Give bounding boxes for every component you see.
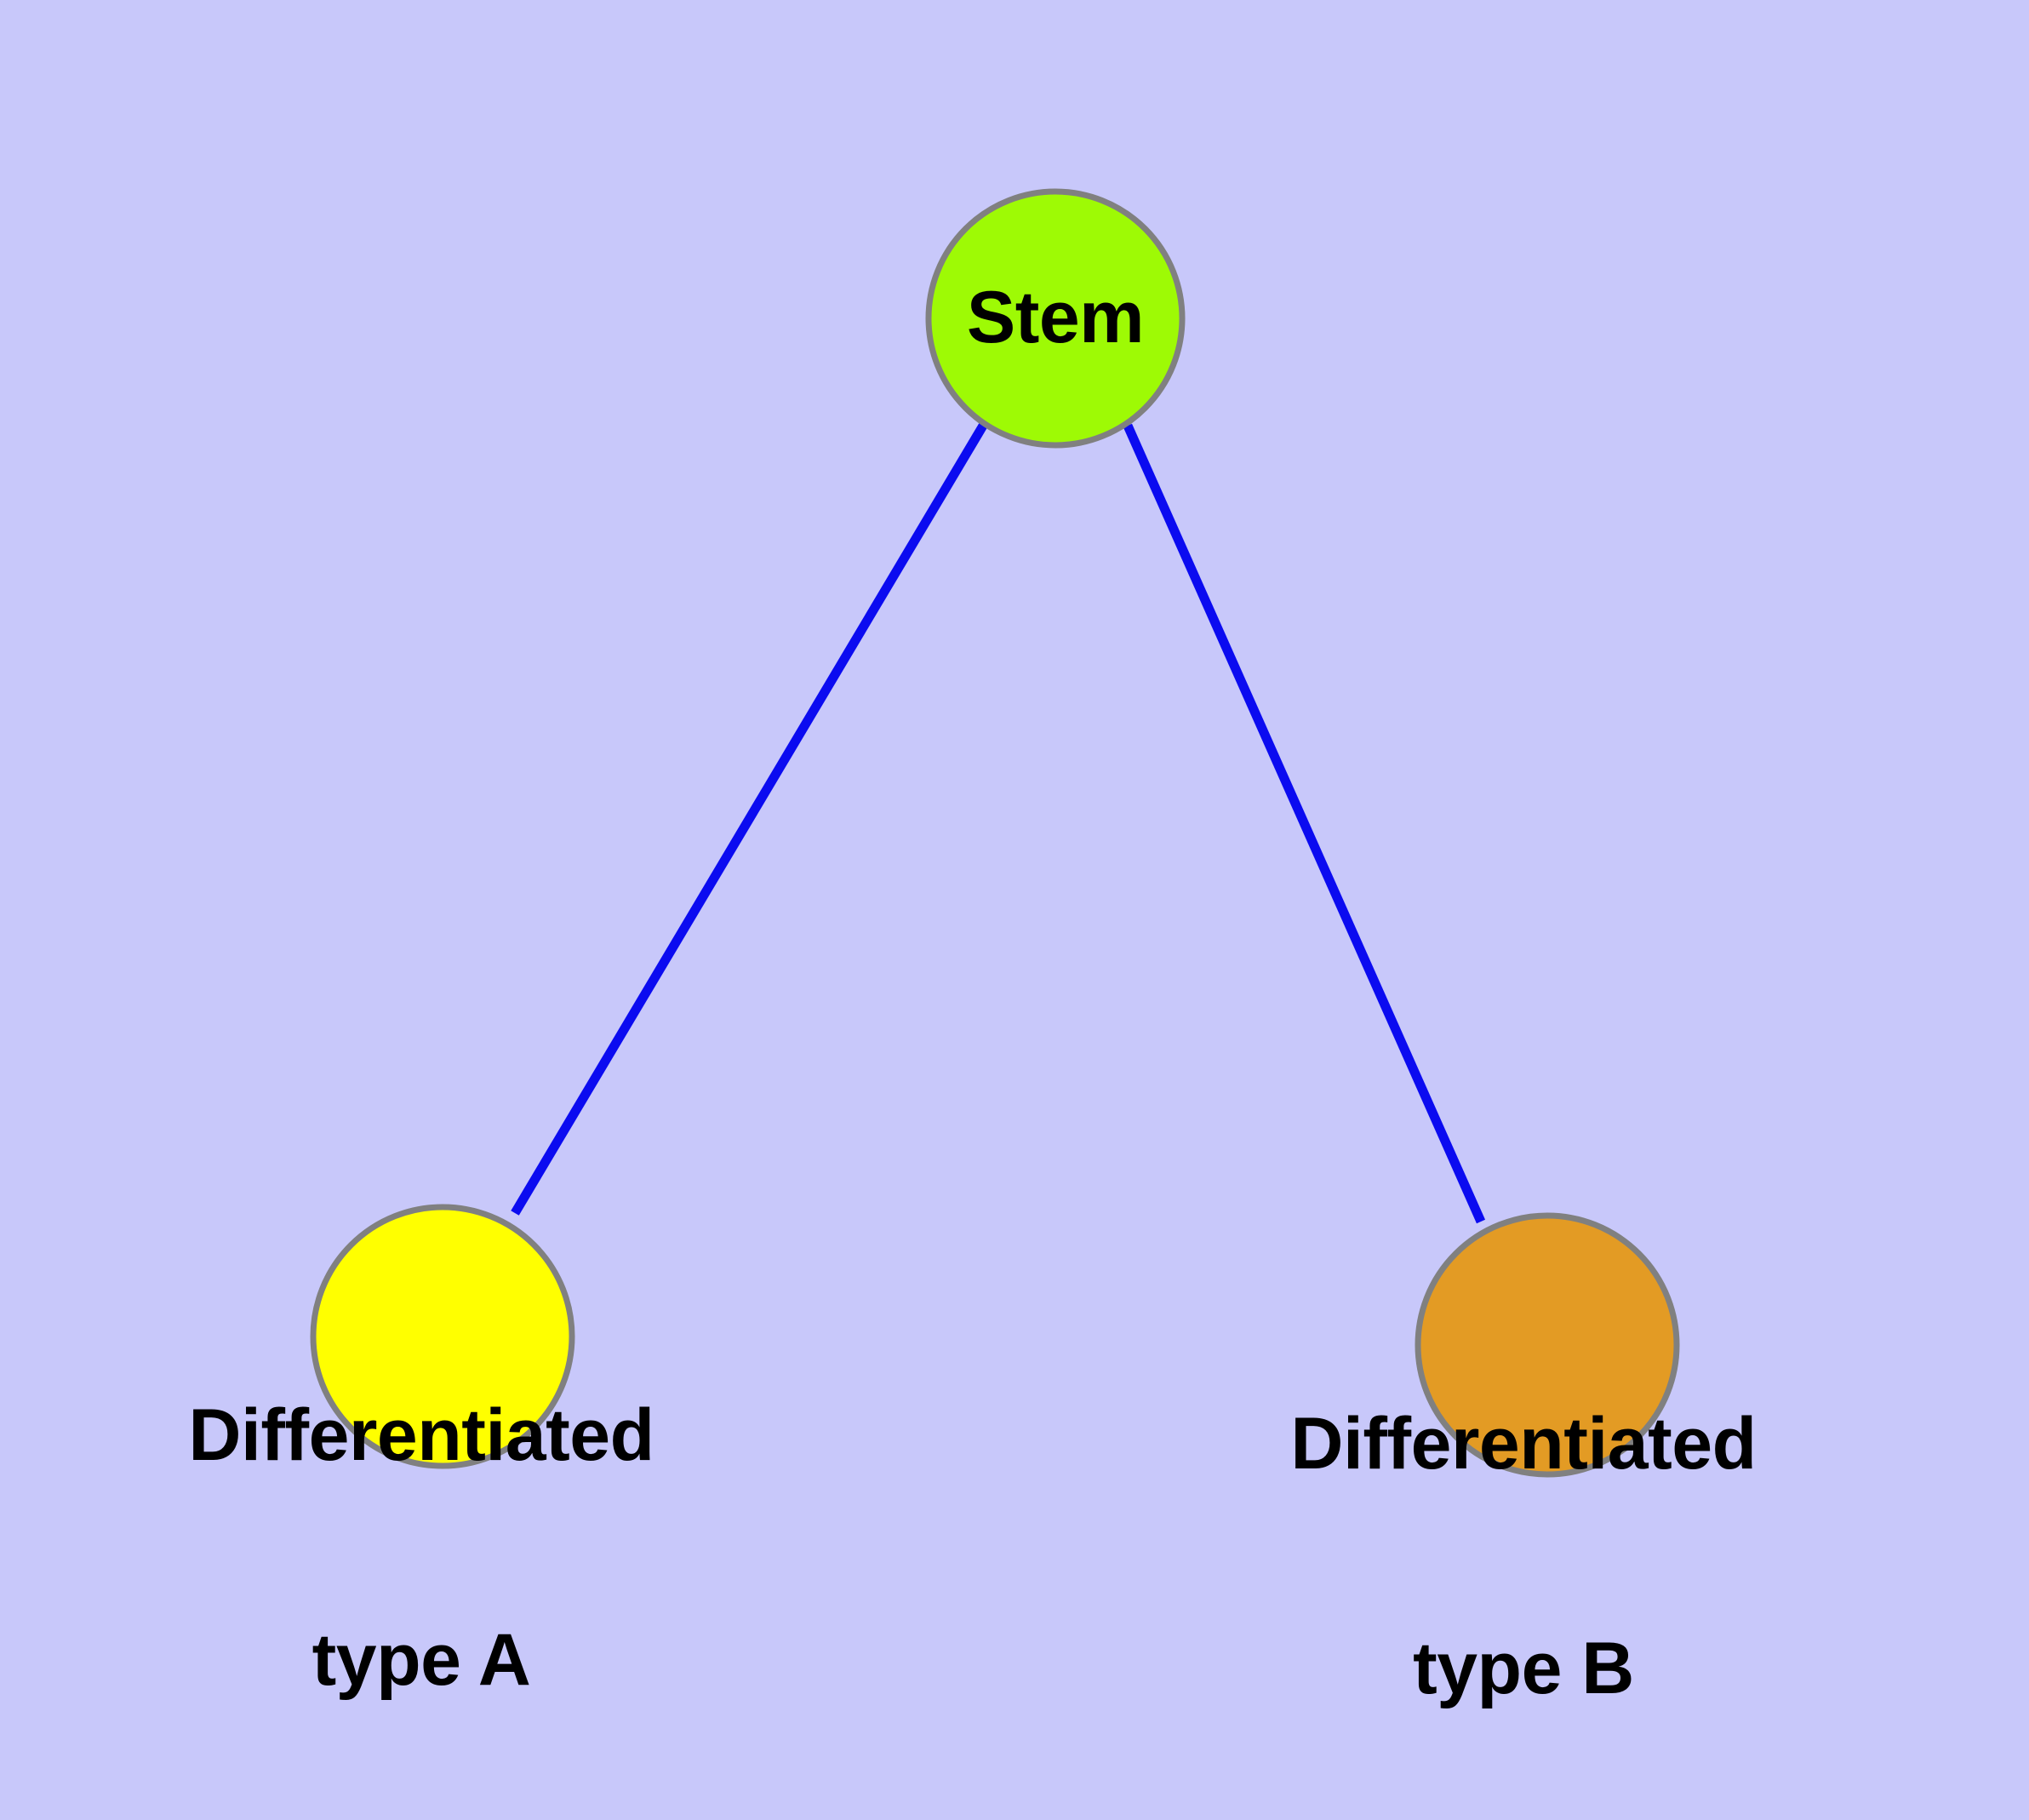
edge-stem-to-differentiated-type-b	[1123, 423, 1486, 1224]
node-stem[interactable]	[925, 188, 1186, 449]
edge-stem-to-differentiated-type-a	[511, 423, 987, 1216]
node-differentiated-type-a[interactable]	[310, 1204, 575, 1469]
node-differentiated-type-b[interactable]	[1415, 1212, 1680, 1478]
